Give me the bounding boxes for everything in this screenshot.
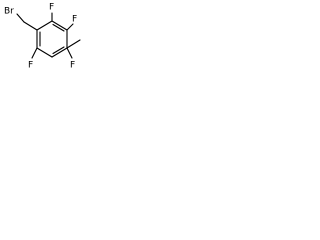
bond-f-bottom-left [31, 47, 38, 59]
ring-bond-1 [51, 20, 68, 31]
atom-label-f-bottom-left: F [28, 61, 33, 71]
atom-label-f-bottom-right: F [70, 61, 75, 71]
atom-label-f-top-right: F [72, 15, 77, 25]
ring-bond-6 [36, 20, 53, 31]
benzene-ring [36, 20, 68, 58]
chemical-structure-diagram: Br F F F F [4, 3, 81, 71]
atom-label-br: Br [4, 7, 14, 17]
bond-ch2-br [16, 13, 25, 23]
atom-label-f-top-left: F [49, 3, 54, 13]
bond-methyl [66, 39, 81, 49]
ring-bond-4 [36, 47, 53, 58]
bond-ch2 [23, 21, 38, 31]
ring-bond-3 [51, 47, 68, 58]
ring-double-bond-1 [52, 23, 65, 32]
bond-f-bottom-right [66, 47, 73, 59]
ring-double-bond-2 [52, 46, 65, 55]
bond-f-top-right [66, 23, 74, 31]
